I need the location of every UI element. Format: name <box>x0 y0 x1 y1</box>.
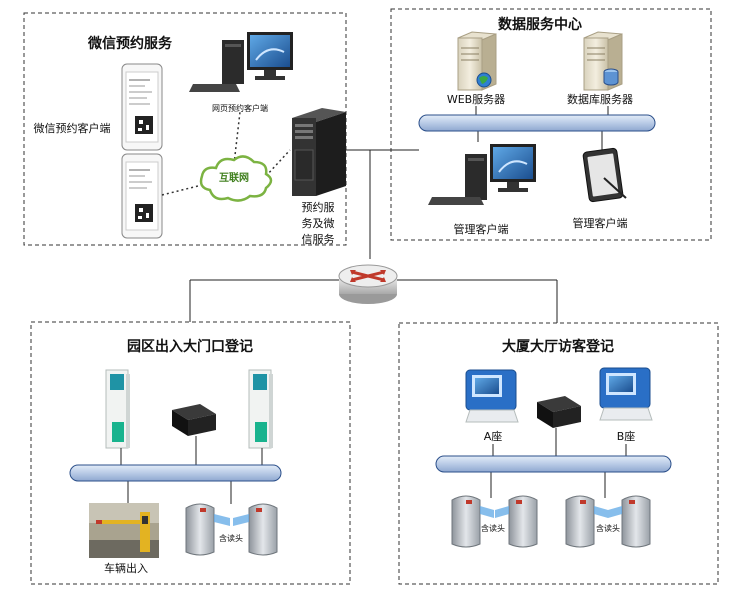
lobby-bus <box>435 428 672 498</box>
a-tower-label: A座 <box>484 429 503 443</box>
lobby-gate-b-label: 含读头 <box>596 523 620 533</box>
internet-label: 互联网 <box>219 171 249 184</box>
service-label-line-3: 信服务 <box>302 233 335 246</box>
web-client-label: 网页预约客户端 <box>212 103 268 113</box>
park-region <box>30 321 351 585</box>
web-server-icon <box>457 31 497 91</box>
datacenter-region <box>390 8 712 241</box>
lobby-gate-a-label: 含读头 <box>481 523 505 533</box>
kiosk-icon <box>248 369 273 449</box>
card-reader-icon <box>172 404 216 436</box>
mgmt-tablet-label: 管理客户端 <box>573 216 628 230</box>
park-bus <box>69 436 282 504</box>
datacenter-bus <box>418 106 656 152</box>
visitor-terminal-icon <box>599 367 653 421</box>
phone-icon <box>121 63 163 151</box>
turnstile-gate-icon <box>565 495 651 548</box>
tower-server-icon <box>292 108 346 196</box>
router-icon <box>338 264 398 304</box>
service-label-line-2: 务及微 <box>302 216 335 230</box>
turnstile-gate-icon <box>185 503 278 556</box>
datacenter-title: 数据服务中心 <box>498 16 582 33</box>
park-gate-label: 含读头 <box>219 533 243 543</box>
backbone-links <box>189 149 558 323</box>
visitor-terminal-icon <box>465 369 519 423</box>
phone-icon <box>121 153 163 239</box>
card-reader-icon <box>537 396 581 428</box>
desktop-computer-icon <box>189 32 293 92</box>
desktop-computer-icon <box>428 144 536 205</box>
lobby-title: 大厦大厅访客登记 <box>502 338 614 355</box>
kiosk-icon <box>105 369 130 449</box>
mgmt-client-label: 管理客户端 <box>454 222 509 236</box>
tablet-icon <box>582 147 627 203</box>
internet-links <box>161 111 291 196</box>
b-tower-label: B座 <box>617 429 636 443</box>
turnstile-gate-icon <box>451 495 538 548</box>
cloud-icon <box>199 155 273 202</box>
park-title: 园区出入大门口登记 <box>127 338 253 355</box>
service-label-line-1: 预约服 <box>302 201 335 214</box>
web-server-label: WEB服务器 <box>447 93 505 106</box>
db-server-label: 数据库服务器 <box>567 92 633 106</box>
vehicle-barrier-photo <box>89 503 159 558</box>
vehicle-label: 车辆出入 <box>104 561 148 575</box>
database-server-icon <box>583 31 623 91</box>
lobby-region <box>398 322 719 585</box>
wechat-client-label: 微信预约客户端 <box>34 121 111 135</box>
wechat-title: 微信预约服务 <box>87 35 173 52</box>
